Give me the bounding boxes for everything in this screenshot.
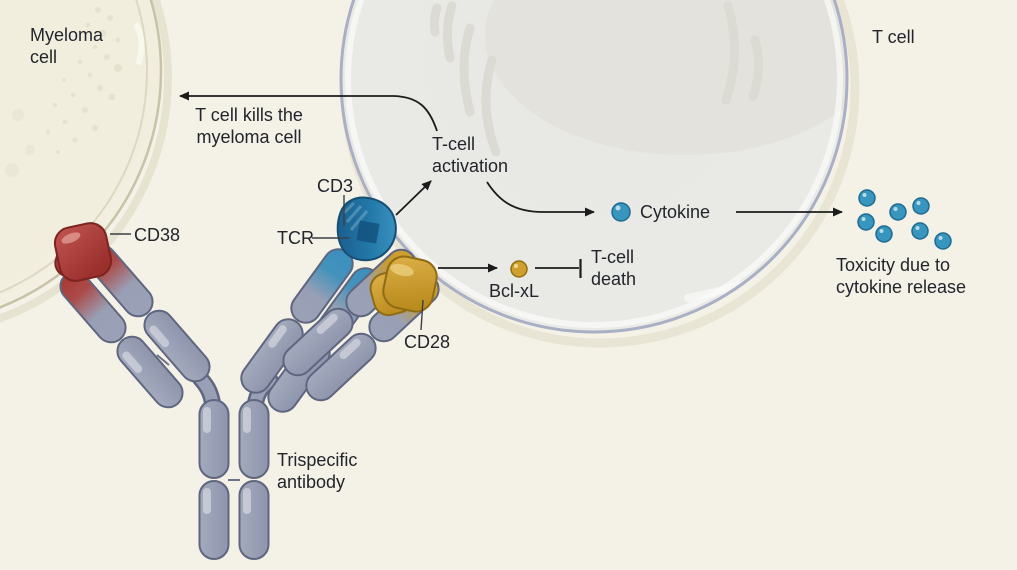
kill-text: T cell kills the myeloma cell	[195, 105, 303, 147]
cytokine-dot	[611, 202, 631, 222]
tcr-complex	[336, 196, 397, 262]
cytokine-cluster-dot	[875, 225, 893, 243]
t-cell-activation-label: T-cell activation	[432, 134, 509, 176]
t-cell-graphic	[339, 0, 860, 348]
cytokine-arrow	[486, 181, 595, 217]
tcr-label: TCR	[277, 228, 314, 248]
myeloma-highlight	[134, 23, 145, 65]
cytokine-cluster	[857, 189, 952, 250]
cytokine-cluster-dot	[912, 197, 930, 215]
myeloma-cell-graphic	[0, 0, 172, 323]
bclxl-dot	[510, 260, 528, 278]
cytokine-label: Cytokine	[640, 202, 711, 222]
myeloma-inner-membrane	[0, 0, 148, 294]
cd28-receptor	[369, 255, 438, 317]
kill-arrow	[179, 91, 438, 132]
myeloma-cell-label: Myeloma cell	[30, 25, 104, 67]
t-cell-death-label: T-cell death	[591, 247, 637, 289]
cd28-pointer-line	[420, 299, 424, 331]
cd3-label: CD3	[317, 176, 354, 196]
activation-arrow	[395, 180, 432, 216]
antibody-graphic	[53, 196, 440, 560]
tcr-core	[356, 220, 380, 244]
t-cell-label: T cell	[872, 27, 915, 47]
cytokine-cluster-dot	[911, 222, 929, 240]
cytokine-cluster-dot	[858, 189, 876, 207]
myeloma-cell-body	[0, 0, 163, 309]
myeloma-cell-shadow	[0, 0, 172, 323]
inhibition-bar	[535, 259, 582, 278]
cd28-label: CD28	[404, 332, 451, 352]
t-cell-inner-glow	[345, 0, 843, 328]
t-cell-nucleus	[485, 0, 845, 155]
myeloma-speckles	[5, 7, 122, 177]
cytokine-cluster-dot	[889, 203, 907, 221]
cd38-antigen	[53, 222, 113, 282]
bclxl-label: Bcl-xL	[489, 281, 540, 301]
cytokine-cluster-dot	[934, 232, 952, 250]
trispecific-antibody-label: Trispecific antibody	[277, 450, 358, 492]
fc-region	[198, 399, 270, 560]
cd38-label: CD38	[134, 225, 181, 245]
toxicity-label: Toxicity due to cytokine release	[836, 255, 967, 297]
cytokine-cluster-dot	[857, 213, 875, 231]
t-cell-organelle-arcs	[429, 1, 763, 157]
